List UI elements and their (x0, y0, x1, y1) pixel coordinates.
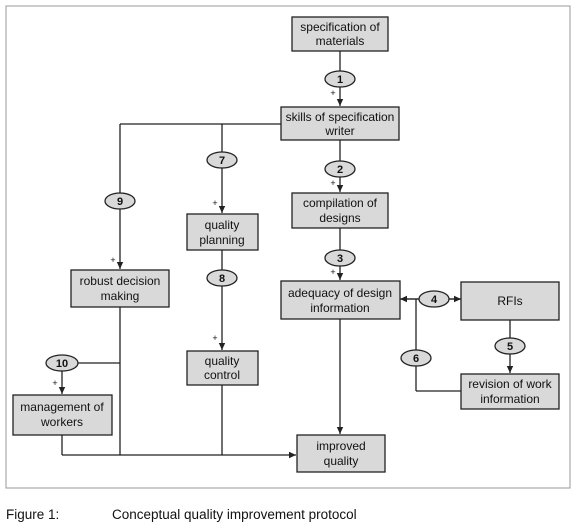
node-label-line-1: improved (316, 439, 365, 453)
plus-sign-3: + (330, 267, 335, 277)
figure-caption-text: Conceptual quality improvement protocol (112, 507, 357, 522)
node-quality-planning: quality planning (186, 213, 259, 251)
node-label-line-2: making (101, 289, 140, 303)
node-robust-decision-making: robust decision making (70, 269, 170, 308)
node-label-line-1: quality (205, 218, 240, 232)
node-label-line-1: revision of work (468, 377, 552, 391)
node-label-line-2: information (480, 392, 539, 406)
link-badge-label: 3 (337, 253, 343, 265)
link-badge-10: 10 (45, 354, 79, 372)
node-specification-of-materials: specification of materials (291, 16, 389, 52)
link-badge-4: 4 (418, 290, 450, 308)
figure-frame (5, 5, 571, 489)
node-revision-of-work-information: revision of work information (460, 373, 560, 410)
node-label-line-1: management of (20, 400, 104, 414)
link-badge-label: 4 (431, 294, 438, 306)
quality-protocol-diagram: + + + + + + + specification of materials… (5, 5, 571, 489)
link-badge-9: 9 (104, 192, 136, 210)
link-badge-label: 2 (337, 164, 343, 176)
node-compilation-of-designs: compilation of designs (291, 192, 389, 229)
plus-sign-9: + (110, 255, 115, 265)
node-adequacy-of-design-information: adequacy of design information (280, 280, 401, 320)
plus-sign-2: + (330, 178, 335, 188)
node-label-line-1: quality (205, 354, 240, 368)
node-label-line-2: workers (40, 415, 83, 429)
link-badge-label: 10 (56, 358, 68, 370)
node-label-line-2: control (204, 368, 240, 382)
node-label-line-2: writer (324, 124, 354, 138)
link-badge-1: 1 (324, 70, 356, 88)
link-badge-8: 8 (206, 269, 238, 287)
plus-sign-7: + (212, 198, 217, 208)
link-badge-label: 8 (219, 273, 225, 285)
node-label-line-2: designs (319, 211, 360, 225)
link-badge-label: 7 (219, 155, 225, 167)
node-label-line-2: materials (316, 34, 365, 48)
link-badge-2: 2 (324, 160, 356, 178)
node-label-line-1: adequacy of design (288, 286, 392, 300)
node-label-line-2: information (310, 301, 369, 315)
link-badge-label: 1 (337, 74, 343, 86)
node-improved-quality: improved quality (296, 434, 386, 473)
node-label-line-1: specification of (300, 20, 380, 34)
node-management-of-workers: management of workers (12, 394, 113, 436)
plus-signs: + + + + + + + (52, 88, 335, 388)
figure-caption: Figure 1: Conceptual quality improvement … (6, 507, 357, 522)
link-badge-6: 6 (400, 349, 432, 367)
node-label-line-1: compilation of (303, 196, 378, 210)
node-label-line-1: robust decision (80, 274, 161, 288)
node-rfis: RFIs (460, 281, 560, 321)
link-badge-label: 6 (413, 353, 419, 365)
link-badge-3: 3 (324, 249, 356, 267)
link-badge-7: 7 (206, 151, 238, 169)
link-badge-label: 5 (507, 341, 513, 353)
node-label-line-2: planning (199, 233, 244, 247)
plus-sign-8: + (212, 333, 217, 343)
figure-number: Figure 1: (6, 507, 60, 522)
plus-sign-10: + (52, 378, 57, 388)
node-quality-control: quality control (186, 350, 259, 386)
edges (58, 51, 514, 459)
node-label-line-1: skills of specification (286, 110, 395, 124)
node-label-line-1: RFIs (497, 294, 522, 308)
node-label-line-2: quality (324, 454, 359, 468)
link-badge-5: 5 (494, 337, 526, 355)
plus-sign-1: + (330, 88, 335, 98)
node-skills-of-specification-writer: skills of specification writer (280, 106, 400, 141)
link-badge-label: 9 (117, 196, 123, 208)
